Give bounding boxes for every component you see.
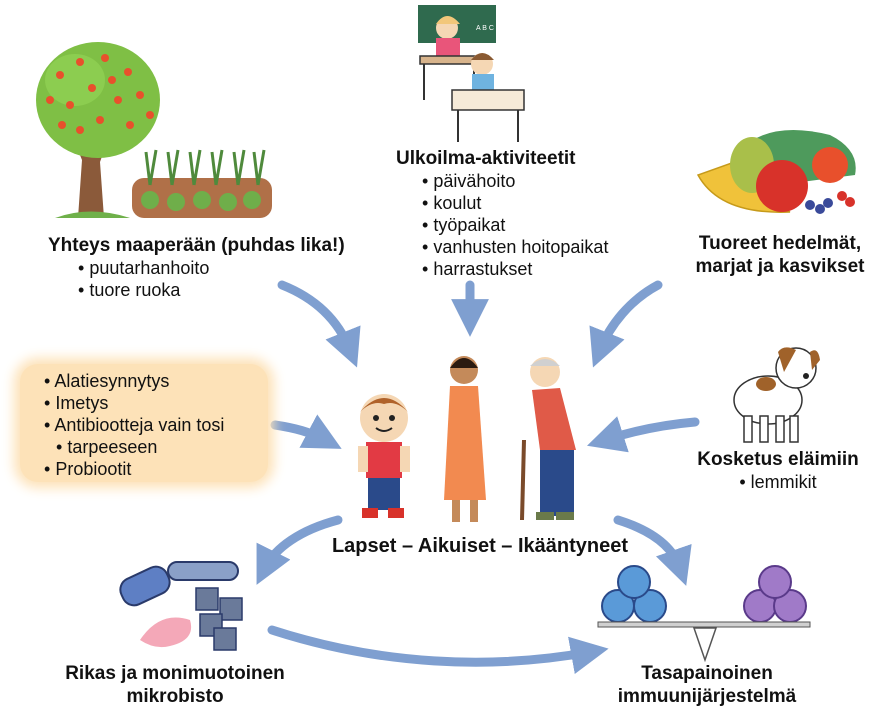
- arrows: [256, 280, 700, 674]
- arrow-to-microbiota: [256, 515, 343, 585]
- tips-item: Imetys: [44, 392, 268, 414]
- tips-item-continuation: tarpeeseen: [44, 436, 268, 458]
- elderly-illustration: [520, 357, 576, 521]
- arrow-animals: [586, 416, 700, 453]
- outdoor-item: harrastukset: [422, 258, 646, 280]
- fresh-block: Tuoreet hedelmät, marjat ja kasvikset: [690, 232, 870, 278]
- adult-illustration: [444, 356, 486, 522]
- soil-item: tuore ruoka: [78, 279, 348, 301]
- classroom-illustration: [418, 5, 525, 142]
- animals-item: lemmikit: [688, 471, 868, 493]
- immune-line2: immuunijärjestelmä: [617, 686, 797, 707]
- outdoor-item: päivähoito: [422, 170, 646, 192]
- outdoor-item: työpaikat: [422, 214, 646, 236]
- tips-item: Antibiootteja vain tosi: [44, 414, 268, 436]
- animals-block: Kosketus eläimiin lemmikit: [688, 448, 868, 493]
- outdoor-list: päivähoito koulut työpaikat vanhusten ho…: [422, 170, 646, 280]
- soil-block: Yhteys maaperään (puhdas lika!) puutarha…: [48, 234, 348, 301]
- fruits-illustration: [696, 130, 856, 214]
- outdoor-item: koulut: [422, 192, 646, 214]
- garden-illustration: [132, 149, 272, 218]
- blackboard-text: A B C: [476, 25, 494, 32]
- animals-title: Kosketus eläimiin: [697, 449, 859, 470]
- people-caption: Lapset – Aikuiset – Ikääntyneet: [331, 535, 629, 557]
- tips-box: Alatiesynnytys Imetys Antibiootteja vain…: [20, 364, 268, 482]
- animals-list: lemmikit: [688, 471, 868, 493]
- soil-item: puutarhanhoito: [78, 257, 348, 279]
- microbes-illustration: [119, 561, 243, 651]
- outdoor-block: Ulkoilma-aktiviteetit päivähoito koulut …: [396, 147, 646, 280]
- soil-title: Yhteys maaperään (puhdas lika!): [48, 235, 345, 256]
- immune-line1: Tasapainoinen: [641, 663, 773, 684]
- balance-illustration: [597, 565, 811, 663]
- arrow-microbiota-immune: [267, 625, 609, 674]
- fresh-title-line1: Tuoreet hedelmät,: [698, 233, 862, 254]
- tips-item: Probiootit: [44, 458, 268, 480]
- dog-illustration: [733, 347, 820, 443]
- microbiota-line1: Rikas ja monimuotoinen: [65, 663, 285, 684]
- arrow-to-immune: [613, 515, 692, 586]
- outdoor-title: Ulkoilma-aktiviteetit: [396, 148, 576, 169]
- immune-caption: Tasapainoinen immuunijärjestelmä: [602, 662, 812, 708]
- child-illustration: [358, 394, 410, 518]
- tips-list: Alatiesynnytys Imetys Antibiootteja vain…: [20, 364, 268, 480]
- microbiota-caption: Rikas ja monimuotoinen mikrobisto: [55, 662, 295, 708]
- microbiota-line2: mikrobisto: [126, 686, 224, 707]
- arrow-fresh: [589, 280, 663, 368]
- fresh-title-line2: marjat ja kasvikset: [695, 256, 865, 277]
- arrow-tips: [270, 414, 342, 449]
- soil-list: puutarhanhoito tuore ruoka: [78, 257, 348, 301]
- outdoor-item: vanhusten hoitopaikat: [422, 236, 646, 258]
- tips-item: Alatiesynnytys: [44, 370, 268, 392]
- tree-illustration: [36, 42, 160, 218]
